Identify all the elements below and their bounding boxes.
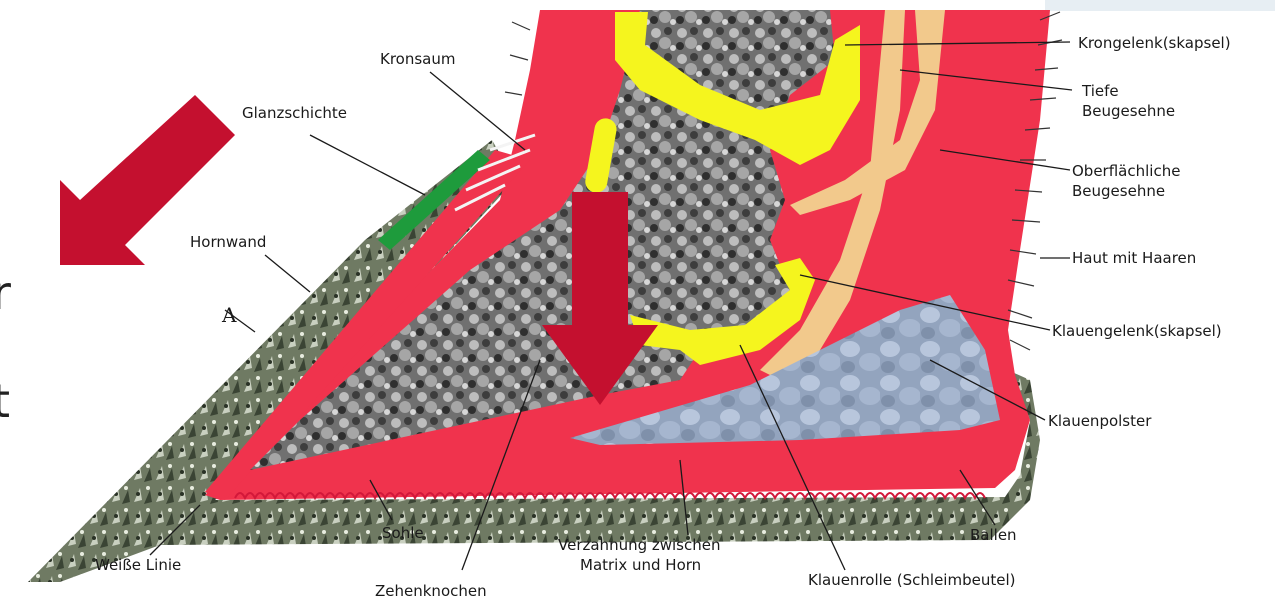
label-klauenrolle: Klauenrolle (Schleimbeutel) <box>808 571 1015 589</box>
label-tiefe-line1: Tiefe <box>1082 82 1119 100</box>
label-a-marker: A <box>222 306 236 324</box>
label-oberflaechliche-line1: Oberflächliche <box>1072 162 1180 180</box>
slide-fragment-t: t <box>0 378 10 424</box>
label-krongelenk: Krongelenk(skapsel) <box>1078 34 1231 52</box>
label-klauengelenk: Klauengelenk(skapsel) <box>1052 322 1222 340</box>
label-kronsaum: Kronsaum <box>380 50 455 68</box>
label-haut: Haut mit Haaren <box>1072 249 1196 267</box>
label-glanzschichte: Glanzschichte <box>242 104 347 122</box>
label-ballen: Ballen <box>970 526 1017 544</box>
label-verzahnung-line2: Matrix und Horn <box>580 556 701 574</box>
slide-fragment-r: r <box>0 270 11 316</box>
label-verzahnung-line1: Verzahnung zwischen <box>558 536 721 554</box>
label-weisse-linie: Weiße Linie <box>95 556 181 574</box>
label-zehenknochen: Zehenknochen <box>375 582 487 600</box>
label-sohle: Sohle <box>382 524 424 542</box>
label-hornwand: Hornwand <box>190 233 266 251</box>
label-tiefe-line2: Beugesehne <box>1082 102 1175 120</box>
label-oberflaechliche-line2: Beugesehne <box>1072 182 1165 200</box>
label-klauenpolster: Klauenpolster <box>1048 412 1151 430</box>
